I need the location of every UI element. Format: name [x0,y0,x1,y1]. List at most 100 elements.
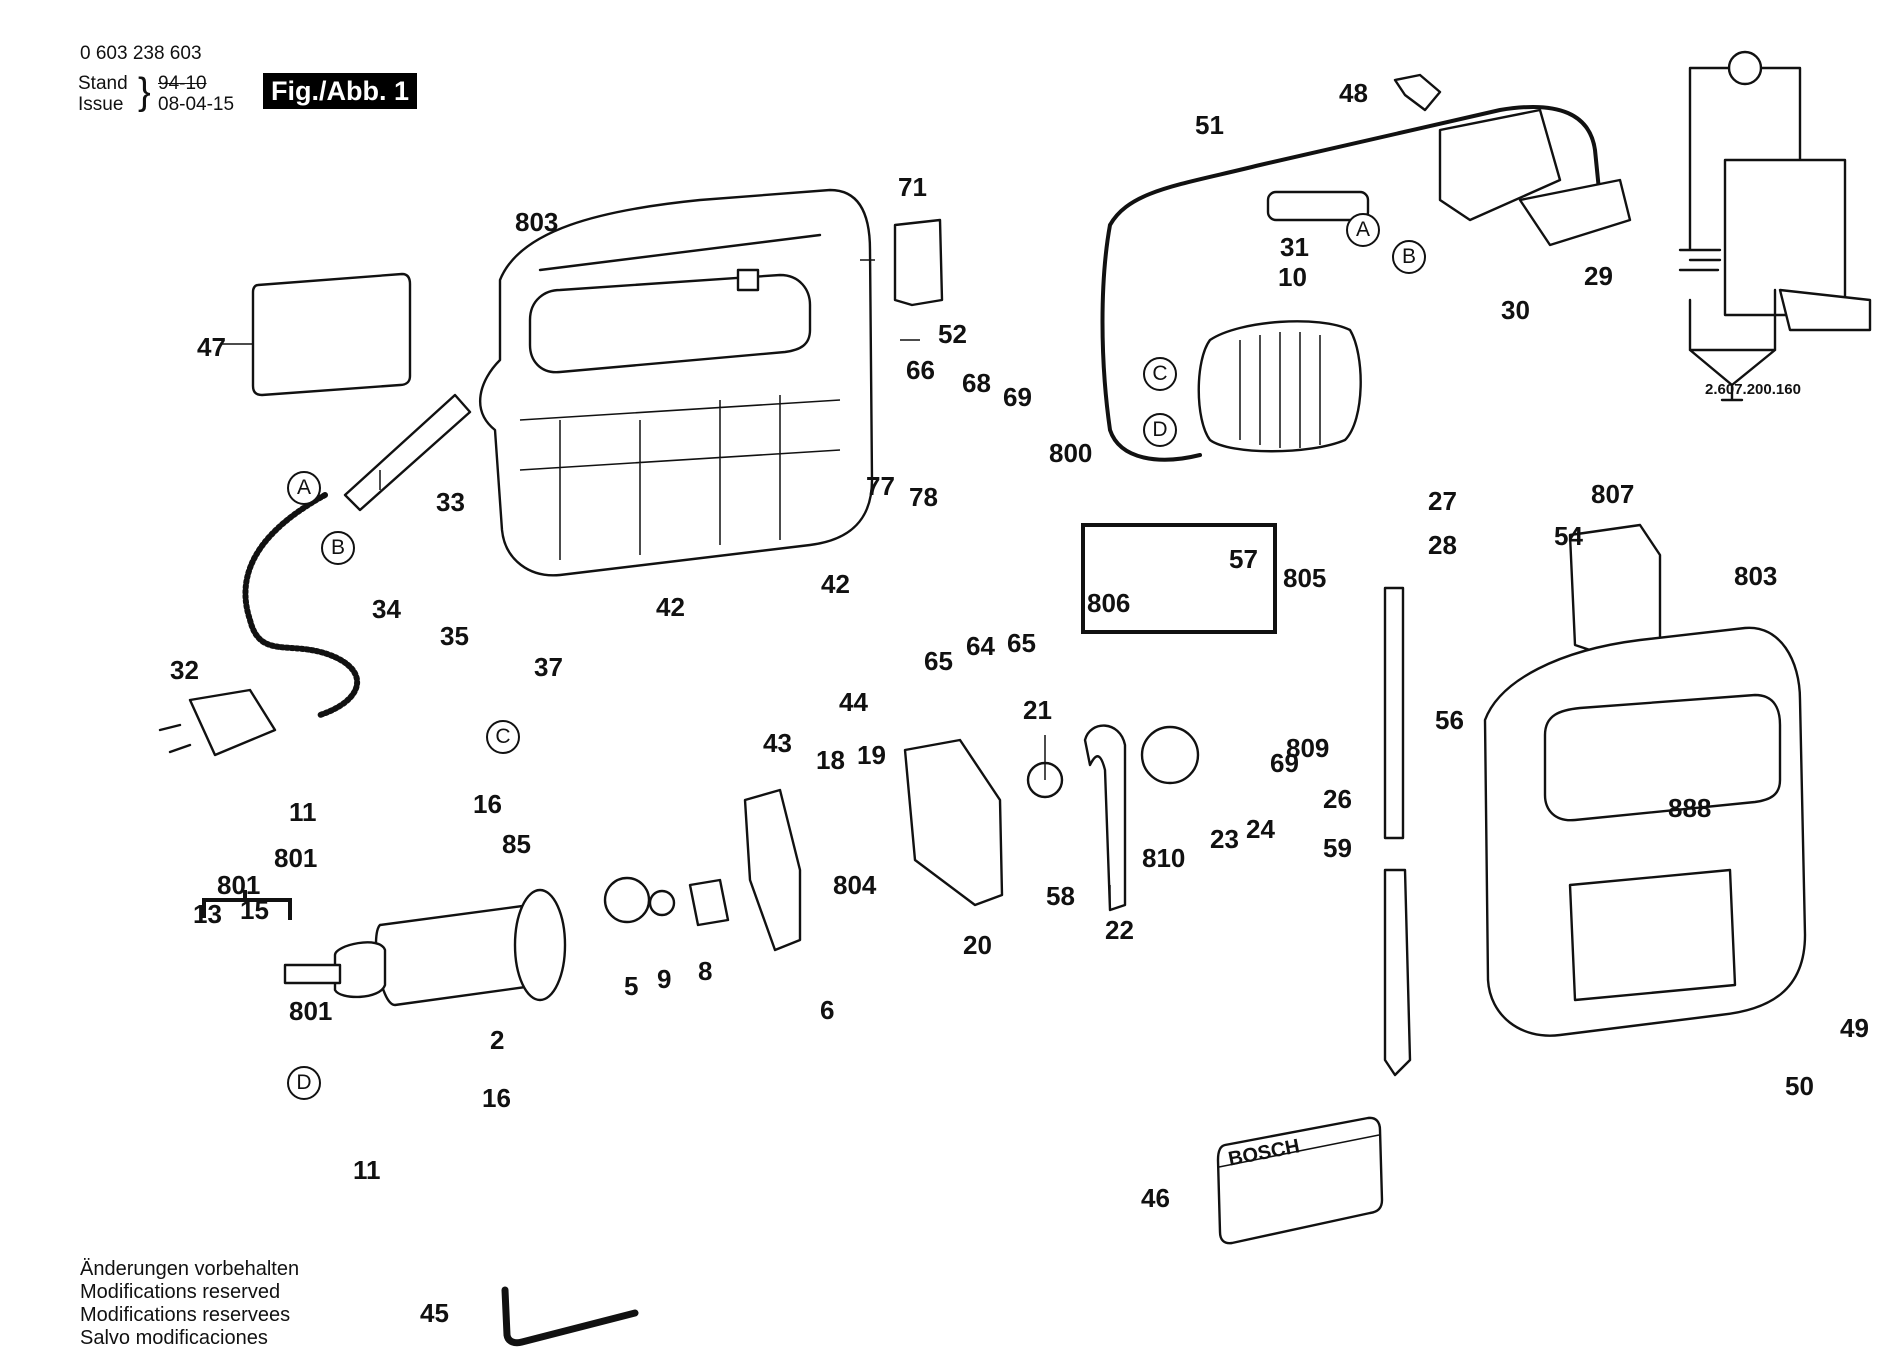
washer-9 [648,889,676,917]
issue-label: Issue [78,94,124,115]
housing-left-shell [479,188,874,577]
schematic-reference-number: 2.607.200.160 [1705,381,1801,398]
notice-line-es: Salvo modificaciones [80,1327,268,1349]
part-label-9: 9 [657,964,672,994]
connector-a-switch: A [1346,213,1380,247]
switch-body [1438,108,1562,222]
part-label-21: 21 [1023,695,1052,725]
connector-d-coil: D [1143,413,1177,447]
part-label-37: 37 [534,652,563,682]
part-label-42-right: 42 [821,569,850,599]
part-label-801-spring: 801 [274,843,318,873]
sleeve-8 [688,878,730,927]
part-label-801-brush: 801 [289,996,333,1026]
part-label-31: 31 [1280,232,1309,262]
plate-71 [893,218,944,307]
saw-blade [1383,868,1412,1077]
part-label-33: 33 [436,487,465,517]
connector-b-cord: B [321,531,355,565]
armature-2 [283,888,567,1007]
part-label-806: 806 [1087,588,1131,618]
part-label-34: 34 [372,594,401,624]
part-label-69-upper: 69 [1003,382,1032,412]
label-card-47 [251,272,412,397]
part-label-66: 66 [906,355,935,385]
part-label-32: 32 [170,655,199,685]
part-label-807: 807 [1591,479,1635,509]
part-label-810: 810 [1142,843,1186,873]
part-label-6: 6 [820,995,835,1025]
part-label-71: 71 [898,172,927,202]
part-label-804: 804 [833,870,877,900]
part-label-43: 43 [763,728,792,758]
part-label-11-lower: 11 [353,1155,381,1185]
part-label-44: 44 [839,687,868,717]
part-label-16-lower: 16 [482,1083,511,1113]
part-label-2: 2 [490,1025,505,1055]
part-label-19: 19 [857,740,886,770]
part-label-26: 26 [1323,784,1352,814]
part-label-51: 51 [1195,110,1224,140]
bracket-804 [743,788,802,952]
part-label-85: 85 [502,829,531,859]
hex-key-45 [501,1286,639,1347]
plug-32 [188,688,277,757]
power-cord-32 [242,492,361,718]
part-label-30: 30 [1501,295,1530,325]
part-label-27: 27 [1428,486,1457,516]
part-label-64: 64 [966,631,995,661]
part-label-68: 68 [962,368,991,398]
part-label-22: 22 [1105,915,1134,945]
part-label-46: 46 [1141,1183,1170,1213]
part-label-47: 47 [197,332,226,362]
field-coil-10 [1197,320,1362,453]
connector-a-cord: A [287,471,321,505]
part-label-20: 20 [963,930,992,960]
connector-c-brush: C [486,720,520,754]
part-label-56: 56 [1435,705,1464,735]
part-label-10: 10 [1278,262,1307,292]
brace-glyph: } [138,71,151,113]
notice-line-en: Modifications reserved [80,1281,281,1303]
part-label-28: 28 [1428,530,1457,560]
suppressor-31 [1266,190,1370,222]
modifications-notice: Änderungen vorbehalten Modifications res… [80,1258,299,1350]
part-label-69-lower: 69 [1270,748,1299,778]
part-label-52: 52 [938,319,967,349]
stand-label: Stand [78,73,128,94]
part-label-801-group: 801 [217,870,261,900]
part-label-77: 77 [866,471,895,501]
part-label-13: 13 [193,899,222,929]
wiring-schematic [1678,50,1872,402]
part-label-15: 15 [240,895,269,925]
part-label-58: 58 [1046,881,1075,911]
part-label-65-right: 65 [1007,628,1036,658]
cap-48 [1393,73,1442,112]
stand-value: 94-10 [158,73,207,94]
part-label-54: 54 [1554,521,1583,551]
wire-harness-51 [1100,105,1602,462]
part-label-809: 809 [1286,733,1330,763]
notice-line-de: Änderungen vorbehalten [80,1258,300,1280]
part-label-48: 48 [1339,78,1368,108]
part-label-42-left: 42 [656,592,685,622]
gear-810 [1140,725,1200,785]
product-part-number: 0 603 238 603 [80,43,202,64]
switch-trigger-29 [1518,178,1632,247]
part-label-16-upper: 16 [473,789,502,819]
nameplate-46 [1216,1116,1384,1245]
part-label-803-right: 803 [1734,561,1778,591]
notice-line-fr: Modifications reservees [80,1304,291,1326]
part-label-65-left: 65 [924,646,953,676]
part-label-24: 24 [1246,814,1275,844]
guide-807 [1568,523,1662,657]
part-label-23: 23 [1210,824,1239,854]
figure-badge: Fig./Abb. 1 [263,73,417,109]
part-label-800: 800 [1049,438,1093,468]
part-label-29: 29 [1584,261,1613,291]
part-label-5: 5 [624,971,639,1001]
part-label-50: 50 [1785,1071,1814,1101]
housing-right-shell [1483,626,1807,1037]
part-label-59: 59 [1323,833,1352,863]
